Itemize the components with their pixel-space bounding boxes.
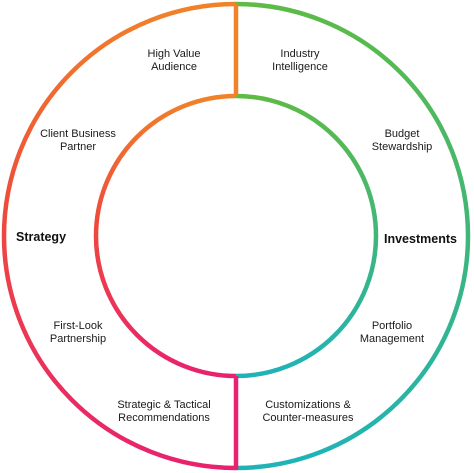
customizations-countermeasures-label: Customizations & Counter-measures	[262, 399, 354, 424]
client-business-partner-label: Client Business Partner	[40, 128, 116, 153]
strategic-tactical-recommendations-label: Strategic & Tactical Recommendations	[117, 399, 211, 424]
budget-stewardship-label: Budget Stewardship	[371, 128, 433, 153]
outer-ring-left-arc	[1, 1, 237, 471]
high-value-audience-label: High Value Audience	[147, 48, 201, 73]
inner-ring-left-arc	[93, 93, 237, 379]
strategy-label: Strategy	[16, 230, 67, 244]
industry-intelligence-label: Industry Intelligence	[272, 48, 328, 73]
first-look-partnership-label: First-Look Partnership	[49, 320, 107, 345]
outer-ring-right-arc	[235, 1, 471, 471]
investments-label: Investments	[384, 232, 457, 246]
portfolio-management-label: Portfolio Management	[359, 320, 425, 345]
inner-ring-right-arc	[235, 93, 379, 379]
